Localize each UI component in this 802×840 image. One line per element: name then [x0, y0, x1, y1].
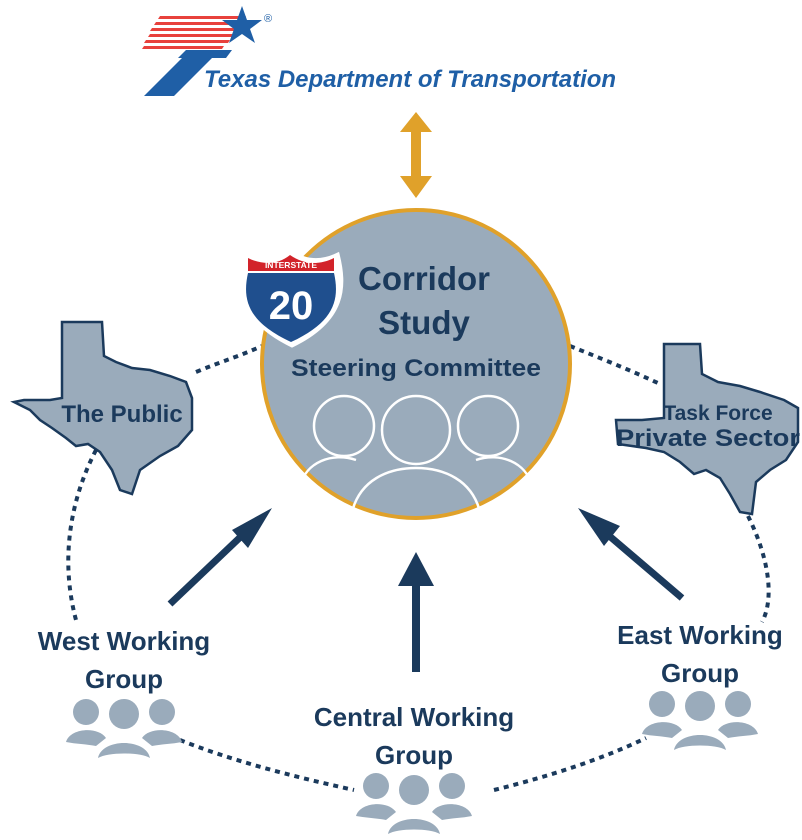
central-label-line2: Group [375, 740, 453, 770]
shield-number: 20 [269, 284, 314, 328]
center-title-line2: Study [378, 304, 470, 341]
people-group-icon [642, 691, 758, 750]
east-arrow [578, 508, 685, 601]
dotted-connectors [66, 344, 771, 792]
connector-central-east [493, 736, 647, 792]
center-title-line1: Corridor [358, 260, 490, 297]
central-working-group-node: Central Working Group [314, 702, 514, 834]
people-group-icon [356, 773, 472, 834]
bidirectional-arrow-icon [400, 112, 432, 198]
star-icon [222, 6, 262, 43]
the-public-node: The Public [10, 320, 194, 496]
west-working-group-node: West Working Group [38, 626, 210, 758]
central-arrow [398, 552, 434, 672]
west-label-line2: Group [85, 664, 163, 694]
connector-public-west [66, 449, 98, 621]
shield-top-label: INTERSTATE [265, 260, 317, 270]
east-working-group-node: East Working Group [617, 620, 783, 750]
task-force-label-line1: Task Force [663, 402, 772, 425]
center-title-line3: Steering Committee [291, 355, 541, 382]
connector-center-taskforce [569, 344, 661, 386]
texas-map-icon [10, 320, 194, 496]
the-public-label: The Public [61, 401, 182, 428]
interstate-shield-icon: INTERSTATE 20 [239, 248, 344, 348]
task-force-label-line2: Private Sector [616, 425, 800, 452]
task-force-node: Task Force Private Sector [614, 342, 800, 516]
txdot-logo: ® Texas Department of Transportation [142, 6, 616, 96]
org-name: Texas Department of Transportation [204, 66, 616, 93]
connector-west-central [179, 738, 355, 792]
connector-east-taskforce [746, 515, 771, 623]
texas-map-icon [614, 342, 800, 516]
central-label-line1: Central Working [314, 702, 514, 732]
connector-public-center [195, 344, 263, 374]
t-mark-icon [144, 50, 232, 96]
east-label-line1: East Working [617, 620, 783, 650]
people-group-icon [298, 394, 534, 513]
east-label-line2: Group [661, 658, 739, 688]
west-label-line1: West Working [38, 626, 210, 656]
steering-committee-node: Corridor Study Steering Committee [260, 208, 572, 520]
navy-arrows [167, 508, 685, 672]
west-arrow [167, 508, 272, 607]
speed-stripes-icon [142, 16, 246, 49]
people-group-icon [66, 699, 182, 758]
registered-mark: ® [264, 13, 272, 25]
